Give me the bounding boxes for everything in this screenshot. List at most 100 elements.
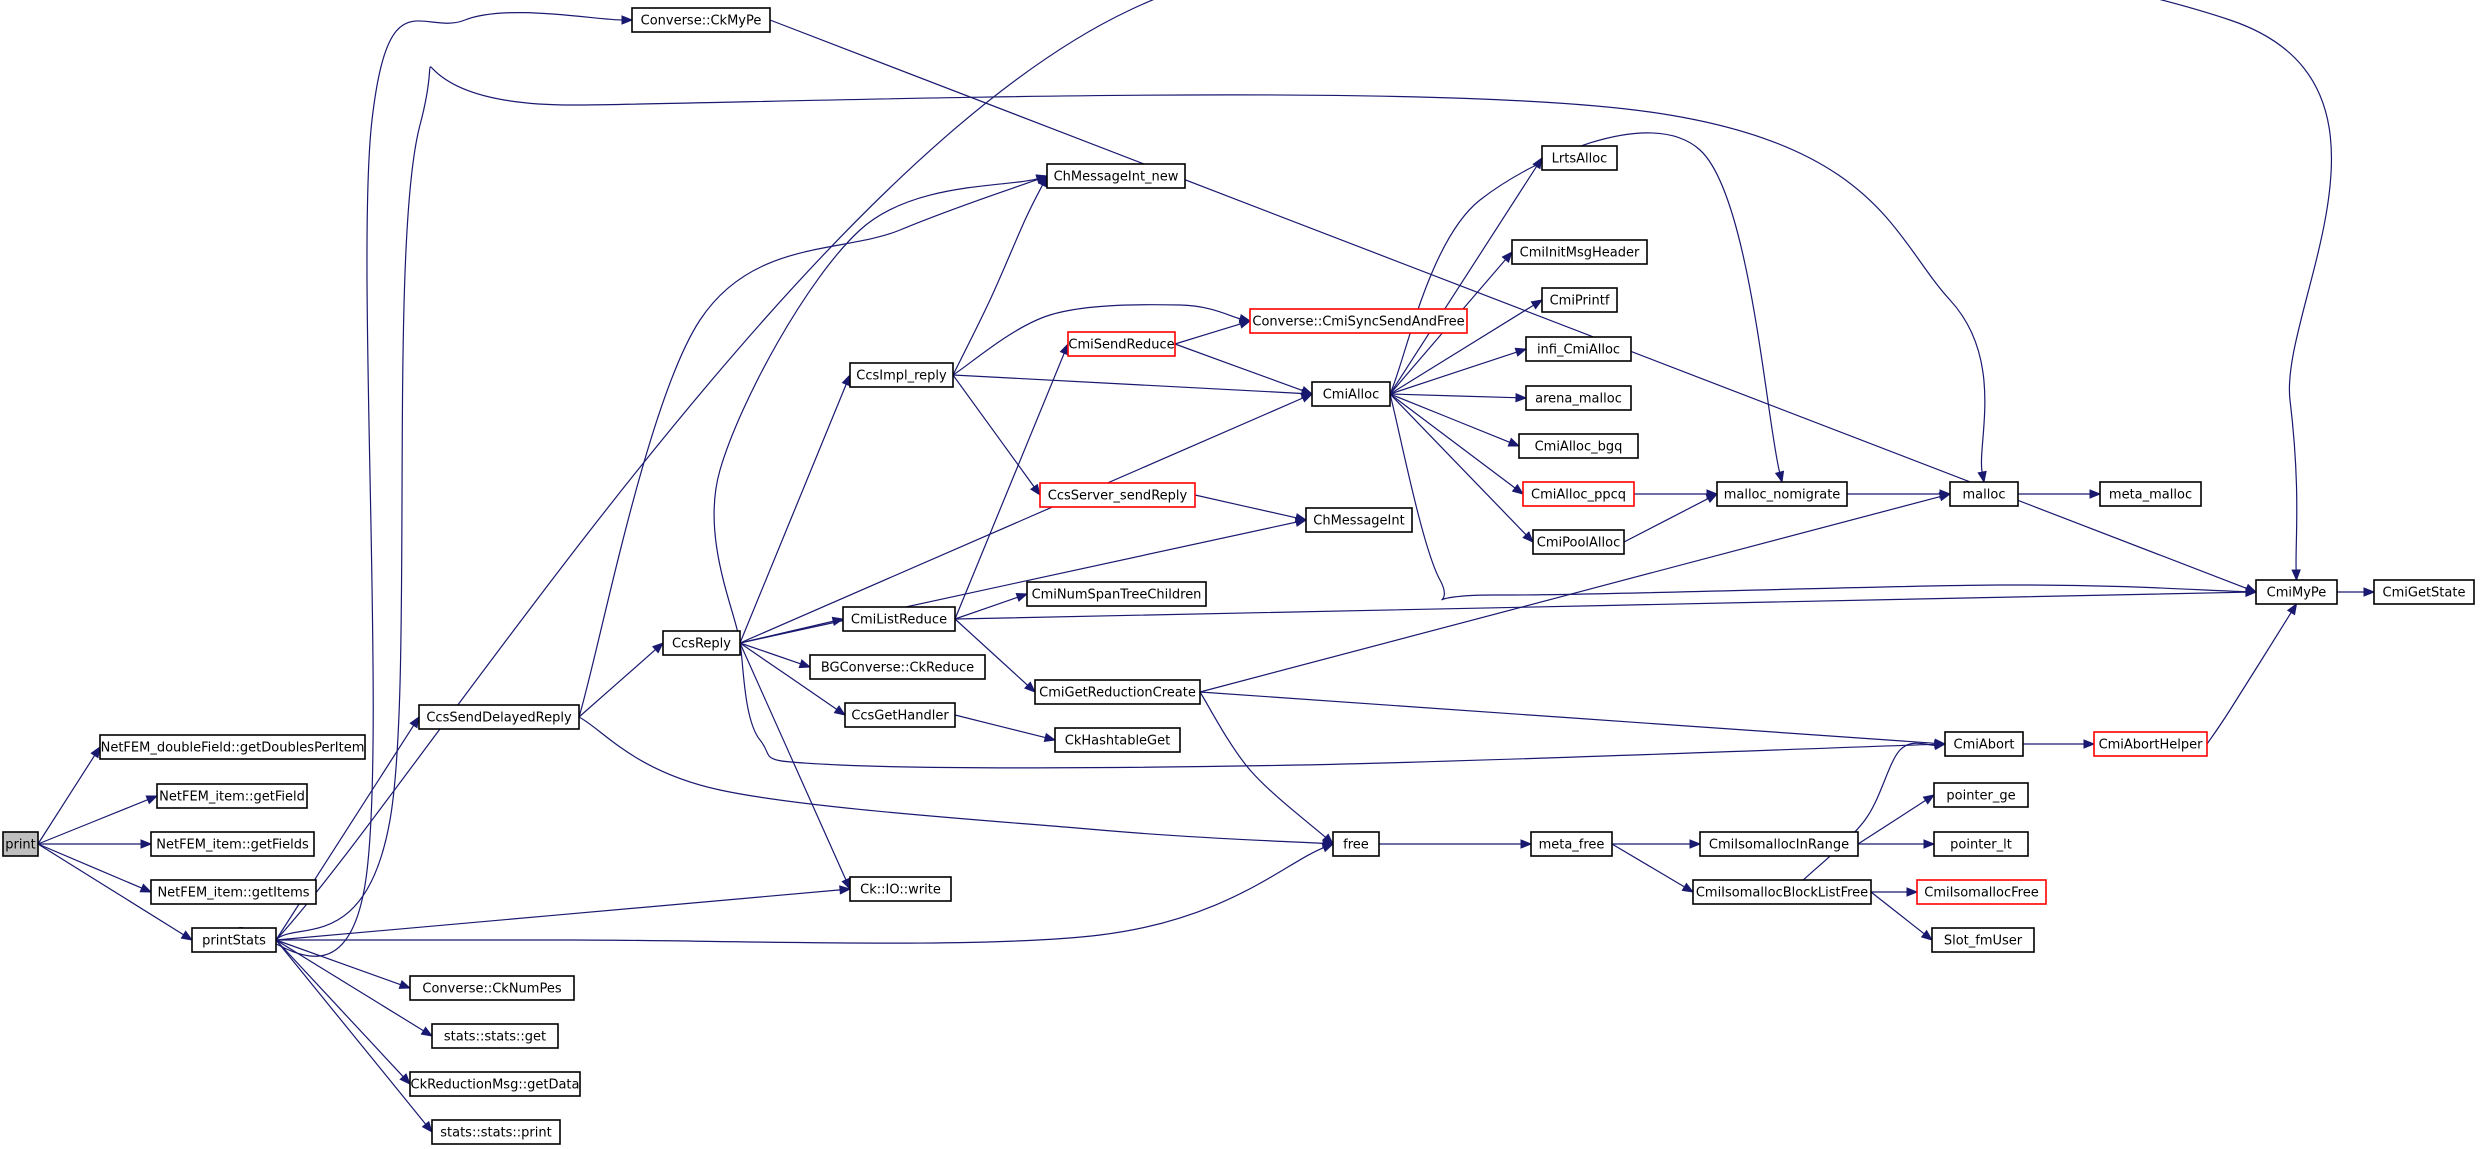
node-box (1716, 481, 1848, 507)
function-nodes: print NetFEM_doubleField::getDoublesPerIt… (2, 7, 2475, 1145)
edge-ccsGetHandler-to-ckHashGet (954, 714, 1057, 743)
node-box (809, 654, 986, 680)
node-box (849, 876, 952, 902)
edge-line (1389, 393, 2247, 601)
node-cmiAlloc[interactable]: CmiAlloc (1311, 381, 1391, 407)
node-box (2, 831, 39, 857)
edge-line (2206, 612, 2292, 745)
edge-line (739, 642, 1936, 769)
node-pointerLt[interactable]: pointer_lt (1933, 831, 2029, 857)
node-label: Ck::IO::write (860, 883, 941, 898)
node-ccsReply[interactable]: CcsReply (662, 630, 741, 656)
node-label: Slot_fmUser (1944, 934, 2023, 949)
node-infiAlloc[interactable]: infi_CmiAlloc (1525, 336, 1632, 362)
node-syncSend[interactable]: Converse::CmiSyncSendAndFree (1249, 308, 1468, 334)
edge-line (713, 178, 1038, 644)
node-statsPrint[interactable]: stats::stats::print (431, 1119, 561, 1145)
node-cmiInitMsg[interactable]: CmiInitMsgHeader (1511, 239, 1648, 265)
edge-line (952, 374, 1035, 488)
edge-malloc-to-metaMalloc (2018, 489, 2102, 499)
node-box (1949, 481, 2019, 507)
node-label: CmiGetReductionCreate (1039, 686, 1196, 701)
node-abortHelper[interactable]: CmiAbortHelper (2093, 731, 2208, 757)
edge-ccsSendDelayed-to-ccsReply (578, 642, 665, 718)
node-malloc[interactable]: malloc (1949, 481, 2019, 507)
node-label: print (5, 838, 36, 853)
edge-cmiListReduce-to-cmiGetRedCreate (954, 618, 1036, 693)
node-getField[interactable]: NetFEM_item::getField (156, 783, 308, 809)
node-label: stats::stats::get (444, 1030, 546, 1045)
node-msgIntNew[interactable]: ChMessageInt_new (1046, 163, 1186, 189)
node-cmiListReduce[interactable]: CmiListReduce (842, 606, 956, 632)
arrowhead-icon (1939, 489, 1952, 499)
edge-line (739, 384, 847, 644)
node-isoBlockFree[interactable]: CmiIsomallocBlockListFree (1692, 879, 1872, 905)
node-ckNumPes[interactable]: Converse::CkNumPes (409, 975, 575, 1001)
node-label: CmiInitMsgHeader (1520, 246, 1640, 261)
node-cmiAbort[interactable]: CmiAbort (1944, 731, 2024, 757)
edge-ccsSendDelayed-to-free (578, 716, 1335, 849)
node-printStats[interactable]: printStats (191, 927, 277, 953)
node-label: Converse::CkNumPes (422, 982, 561, 997)
edge-cmiAlloc-to-cmiPrintf (1389, 299, 1544, 395)
node-doubleField[interactable]: NetFEM_doubleField::getDoublesPerItem (99, 734, 366, 760)
node-box (1067, 331, 1176, 357)
arrowhead-icon (1294, 513, 1308, 523)
node-cmiPrintf[interactable]: CmiPrintf (1541, 287, 1618, 313)
node-ccsSendDelayed[interactable]: CcsSendDelayedReply (418, 704, 580, 730)
edge-free-to-metaFree (1378, 839, 1533, 849)
node-cmiSendReduce[interactable]: CmiSendReduce (1067, 331, 1176, 357)
node-ccsServerSend[interactable]: CcsServer_sendReply (1039, 482, 1196, 508)
node-allocBgq[interactable]: CmiAlloc_bgq (1518, 433, 1639, 459)
arrowhead-icon (1705, 493, 1719, 504)
edge-print-to-doubleField (37, 745, 101, 845)
node-chMessageInt[interactable]: ChMessageInt (1305, 507, 1413, 533)
edge-line (1857, 799, 1926, 845)
arrowhead-icon (1514, 347, 1528, 357)
node-print[interactable]: print (2, 831, 39, 857)
node-box (1931, 927, 2035, 953)
node-allocPpcq[interactable]: CmiAlloc_ppcq (1522, 481, 1635, 507)
node-getFields[interactable]: NetFEM_item::getFields (150, 831, 315, 857)
arrowhead-icon (2089, 489, 2102, 499)
node-ckWrite[interactable]: Ck::IO::write (849, 876, 952, 902)
node-getData[interactable]: CkReductionMsg::getData (409, 1071, 581, 1097)
node-ccsImplReply[interactable]: CcsImpl_reply (849, 362, 954, 388)
edge-printStats-to-statsPrint (275, 939, 433, 1134)
node-ckHashGet[interactable]: CkHashtableGet (1054, 727, 1181, 753)
node-label: CcsSendDelayedReply (426, 711, 572, 726)
arrowhead-icon (798, 659, 812, 669)
node-statsGet[interactable]: stats::stats::get (431, 1023, 559, 1049)
node-box (849, 362, 954, 388)
node-free[interactable]: free (1332, 831, 1380, 857)
node-cmiMyPe[interactable]: CmiMyPe (2255, 579, 2338, 605)
node-pointerGe[interactable]: pointer_ge (1933, 782, 2029, 808)
node-cmiGetState[interactable]: CmiGetState (2373, 579, 2475, 605)
node-poolAlloc[interactable]: CmiPoolAlloc (1532, 529, 1625, 555)
edge-line (739, 642, 801, 665)
node-metaFree[interactable]: meta_free (1530, 831, 1613, 857)
edge-print-to-getFields (37, 839, 153, 849)
arrowhead-icon (833, 705, 847, 716)
edge-line (1389, 393, 1516, 489)
node-cmiNumSpan[interactable]: CmiNumSpanTreeChildren (1026, 581, 1207, 607)
node-arenaMalloc[interactable]: arena_malloc (1525, 385, 1632, 411)
arrowhead-icon (1689, 839, 1702, 849)
node-bgCkReduce[interactable]: BGConverse::CkReduce (809, 654, 986, 680)
node-isoInRange[interactable]: CmiIsomallocInRange (1699, 831, 1859, 857)
edge-line (739, 521, 1297, 644)
node-cmiGetRedCreate[interactable]: CmiGetReductionCreate (1034, 679, 1201, 705)
node-slotFmUser[interactable]: Slot_fmUser (1931, 927, 2035, 953)
node-ccsGetHandler[interactable]: CcsGetHandler (844, 702, 956, 728)
node-label: CmiAbort (1954, 738, 2015, 753)
edge-line (1611, 843, 1685, 888)
node-ckMyPe[interactable]: Converse::CkMyPe (631, 7, 771, 33)
node-isoFree[interactable]: CmiIsomallocFree (1916, 879, 2047, 905)
node-lrtsAlloc[interactable]: LrtsAlloc (1541, 145, 1618, 171)
node-mallocNomigrate[interactable]: malloc_nomigrate (1716, 481, 1848, 507)
edge-line (37, 843, 184, 936)
node-metaMalloc[interactable]: meta_malloc (2099, 481, 2202, 507)
arrowhead-icon (398, 979, 412, 989)
arrowhead-icon (2291, 569, 2301, 582)
node-getItems[interactable]: NetFEM_item::getItems (150, 879, 317, 905)
